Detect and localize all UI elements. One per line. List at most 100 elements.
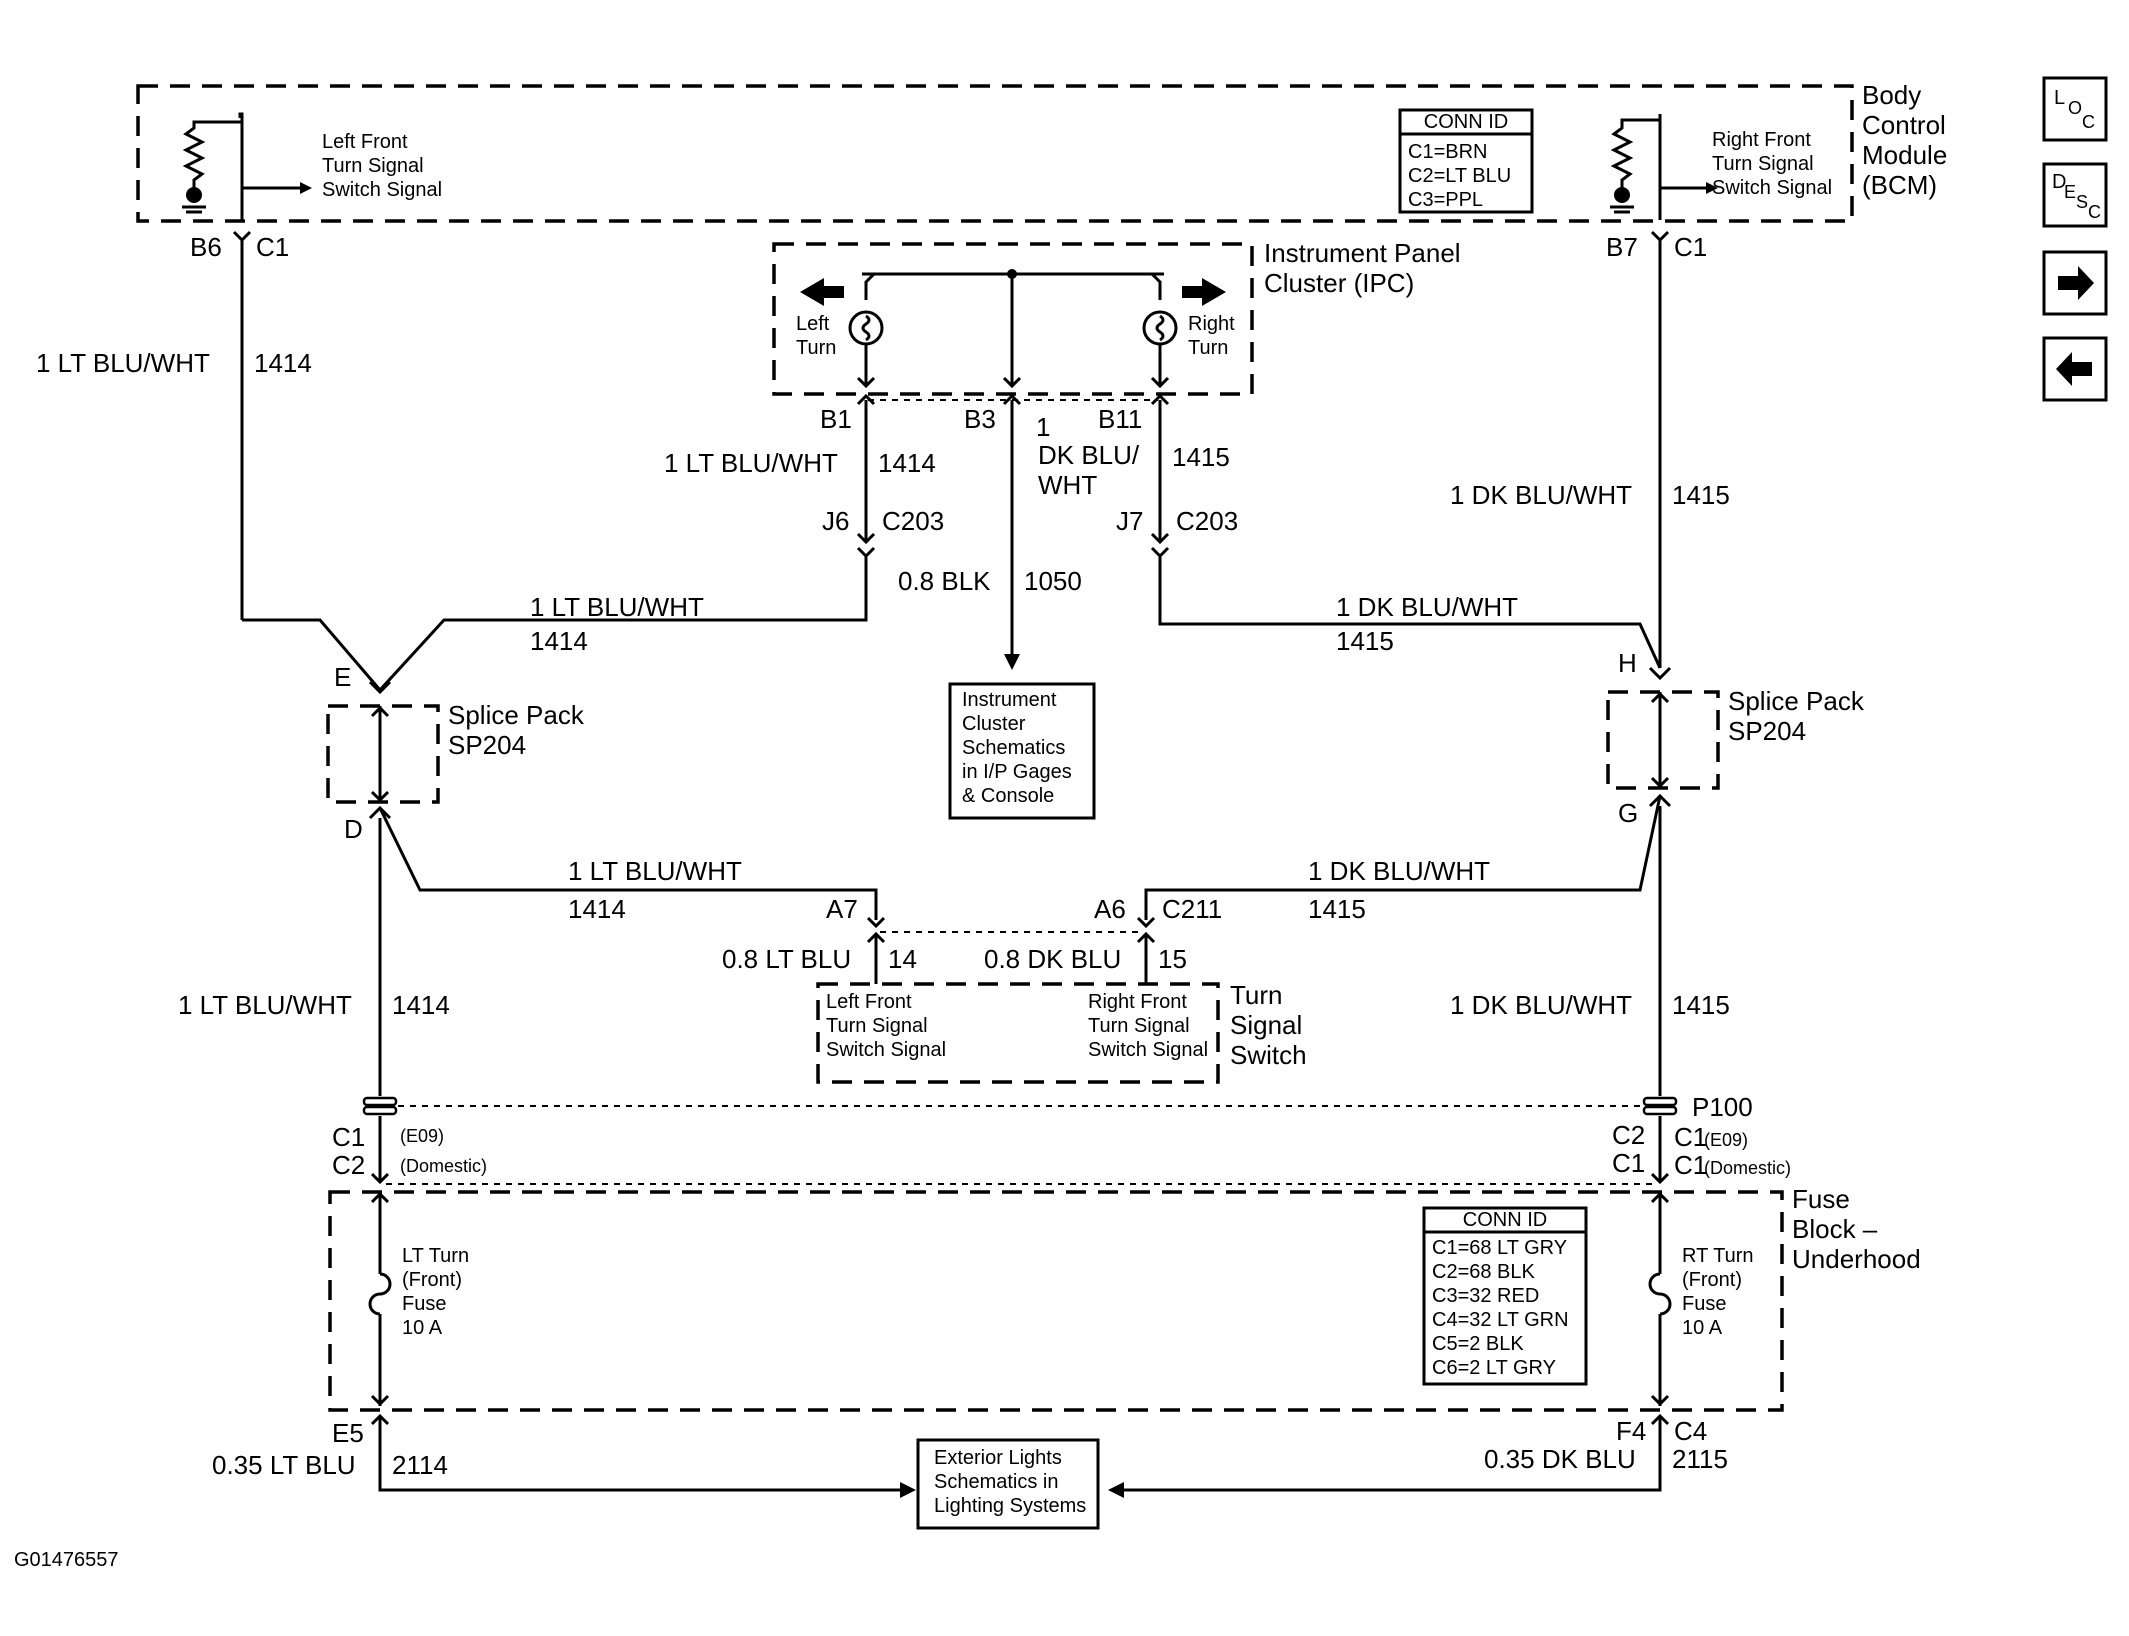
bcm-right-signal-2: Turn Signal bbox=[1712, 153, 1814, 175]
connector-chevron-icon bbox=[368, 680, 392, 695]
ref-instrument-4: in I/P Gages bbox=[962, 761, 1072, 783]
connector-chevron-icon bbox=[1150, 546, 1170, 559]
ipc-right-label-1: Right bbox=[1188, 313, 1235, 335]
fuse-right-4: 10 A bbox=[1682, 1317, 1723, 1339]
wire-label-join-right: 1 DK BLU/WHT bbox=[1336, 592, 1518, 622]
fuse-conn-id-table: CONN ID C1=68 LT GRY C2=68 BLK C3=32 RED… bbox=[1422, 1206, 1588, 1386]
connector-chevron-icon bbox=[866, 916, 886, 929]
bcm-right-signal-1: Right Front bbox=[1712, 129, 1811, 151]
switch-left-1: Left Front bbox=[826, 991, 912, 1013]
connector-chevron-icon bbox=[1136, 916, 1156, 929]
next-page-button[interactable] bbox=[2042, 250, 2108, 316]
desc-letter-s: S bbox=[2076, 192, 2088, 212]
circuit-bcm-left: 1414 bbox=[254, 348, 312, 378]
bcm-left-resistor-icon bbox=[182, 112, 244, 214]
bcm-right-resistor-icon bbox=[1610, 118, 1660, 214]
circuit-ipc-right: 1415 bbox=[1172, 442, 1230, 472]
fuse-conn-row: C4=32 LT GRN bbox=[1432, 1309, 1569, 1331]
fuse-left-2: (Front) bbox=[402, 1269, 462, 1291]
ipc-title-2: Cluster (IPC) bbox=[1264, 268, 1414, 298]
bcm-title-1: Body bbox=[1862, 80, 1921, 110]
arrow-right-icon bbox=[900, 1482, 916, 1498]
ipc-left-label-2: Turn bbox=[796, 337, 836, 359]
pin-c1-e09-left: C1 bbox=[332, 1122, 365, 1152]
pin-c203-left: C203 bbox=[882, 506, 944, 536]
connector-chevron-icon bbox=[232, 230, 252, 243]
description-button[interactable]: D E S C bbox=[2042, 162, 2108, 228]
bcm-conn-row: C3=PPL bbox=[1408, 189, 1483, 211]
pin-c203-right: C203 bbox=[1176, 506, 1238, 536]
switch-title-1: Turn bbox=[1230, 980, 1283, 1010]
bcm-right-arrow-icon bbox=[1706, 182, 1718, 194]
arrow-right-turn-icon bbox=[1182, 278, 1226, 306]
arrow-down-icon bbox=[1004, 654, 1020, 670]
previous-page-button[interactable] bbox=[2042, 336, 2108, 402]
pin-j6: J6 bbox=[822, 506, 849, 536]
connector-chevron-icon bbox=[1002, 393, 1022, 406]
connector-chevron-icon bbox=[856, 546, 876, 559]
switch-title-3: Switch bbox=[1230, 1040, 1307, 1070]
fuse-conn-row: C6=2 LT GRY bbox=[1432, 1357, 1556, 1379]
bcm-module: Body Control Module (BCM) Left Front Tur… bbox=[136, 80, 1947, 223]
wire-label-a6: 0.8 DK BLU bbox=[984, 944, 1121, 974]
fuse-left-4: 10 A bbox=[402, 1317, 443, 1339]
exterior-lights-reference[interactable]: Exterior Lights Schematics in Lighting S… bbox=[916, 1438, 1100, 1530]
connector-chevron-icon bbox=[856, 393, 876, 406]
loc-letter-l: L bbox=[2054, 87, 2065, 109]
fuse-left-1: LT Turn bbox=[402, 1245, 469, 1267]
pin-c211: C211 bbox=[1162, 894, 1222, 924]
circuit-join-right: 1415 bbox=[1336, 626, 1394, 656]
pin-h: H bbox=[1618, 648, 1637, 678]
ipc-title-1: Instrument Panel bbox=[1264, 238, 1461, 268]
bcm-title-3: Module bbox=[1862, 140, 1947, 170]
pin-a7: A7 bbox=[826, 894, 858, 924]
pin-e5: E5 bbox=[332, 1418, 364, 1448]
pin-b11: B11 bbox=[1098, 404, 1142, 434]
variant-e09-right: (E09) bbox=[1704, 1130, 1748, 1150]
switch-left-2: Turn Signal bbox=[826, 1015, 928, 1037]
ref-instrument-3: Schematics bbox=[962, 737, 1065, 759]
fuse-right-icon bbox=[1648, 1272, 1672, 1316]
circuit-gnd: 1050 bbox=[1024, 566, 1082, 596]
switch-title-2: Signal bbox=[1230, 1010, 1302, 1040]
circuit-sw-right: 1415 bbox=[1308, 894, 1366, 924]
ref-exterior-2: Schematics in bbox=[934, 1471, 1059, 1493]
loc-letter-o: O bbox=[2068, 98, 2082, 118]
pin-c1-domestic-right: C1 bbox=[1674, 1150, 1707, 1180]
pin-b6: B6 bbox=[190, 232, 222, 262]
ref-exterior-3: Lighting Systems bbox=[934, 1495, 1086, 1517]
desc-letter-d: D bbox=[2052, 171, 2066, 193]
switch-right-3: Switch Signal bbox=[1088, 1039, 1208, 1061]
fuse-conn-row: C1=68 LT GRY bbox=[1432, 1237, 1567, 1259]
pin-b3: B3 bbox=[964, 404, 996, 434]
wire-label-low-left: 1 LT BLU/WHT bbox=[178, 990, 352, 1020]
pin-c4: C4 bbox=[1674, 1416, 1707, 1446]
connector-chevron-icon bbox=[856, 532, 876, 545]
instrument-cluster-reference[interactable]: Instrument Cluster Schematics in I/P Gag… bbox=[948, 682, 1096, 820]
turn-signal-switch: Left Front Turn Signal Switch Signal Rig… bbox=[816, 980, 1307, 1084]
variant-domestic-left: (Domestic) bbox=[400, 1156, 487, 1176]
arrow-left-icon bbox=[2056, 352, 2092, 386]
fuse-right-3: Fuse bbox=[1682, 1293, 1726, 1315]
circuit-bcm-right: 1415 bbox=[1672, 480, 1730, 510]
circuit-low-right: 1415 bbox=[1672, 990, 1730, 1020]
fuse-block-title-2: Block – bbox=[1792, 1214, 1878, 1244]
bcm-conn-id-table: CONN ID C1=BRN C2=LT BLU C3=PPL bbox=[1398, 108, 1534, 214]
wire-ipc-mid-1: DK BLU/ bbox=[1038, 440, 1140, 470]
arrow-right-icon bbox=[2058, 266, 2094, 300]
fuse-block-title-1: Fuse bbox=[1792, 1184, 1850, 1214]
bcm-left-arrow-icon bbox=[300, 182, 312, 194]
bcm-left-signal-1: Left Front bbox=[322, 131, 408, 153]
figure-id: G01476557 bbox=[14, 1549, 119, 1571]
ipc-module: Instrument Panel Cluster (IPC) Left Turn… bbox=[772, 238, 1461, 396]
circuit-low-left: 1414 bbox=[392, 990, 450, 1020]
ref-instrument-2: Cluster bbox=[962, 713, 1026, 735]
wire-label-bcm-left: 1 LT BLU/WHT bbox=[36, 348, 210, 378]
pin-f4: F4 bbox=[1616, 1416, 1646, 1446]
p100-connector-icon bbox=[362, 1096, 1678, 1116]
location-button[interactable]: L O C bbox=[2042, 76, 2108, 142]
splice-pack-right: Splice Pack SP204 bbox=[1606, 686, 1865, 790]
variant-e09-left: (E09) bbox=[400, 1126, 444, 1146]
switch-right-2: Turn Signal bbox=[1088, 1015, 1190, 1037]
